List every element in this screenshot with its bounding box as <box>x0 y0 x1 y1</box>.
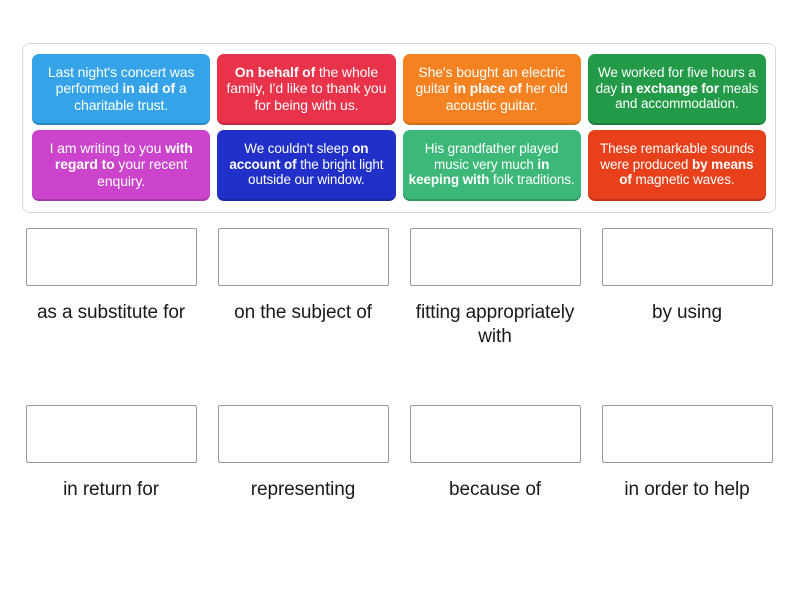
tile-in-keeping-with[interactable]: His grandfather played music very much i… <box>402 130 581 199</box>
answer-label: as a substitute for <box>36 302 186 323</box>
answer-label: in order to help <box>624 478 750 500</box>
tile-row-2: I am writing to you with regard to your … <box>32 130 766 199</box>
tile-row-1: Last night's concert was performed in ai… <box>32 54 766 123</box>
tile-on-account-of[interactable]: We couldn't sleep on account of the brig… <box>217 130 396 199</box>
tile-tray: Last night's concert was performed in ai… <box>22 43 776 213</box>
tile-with-regard-to[interactable]: I am writing to you with regard to your … <box>32 130 211 199</box>
tile-text: Last night's concert was performed in ai… <box>47 63 195 113</box>
answer-label: by using <box>652 302 722 323</box>
answer-cell: fitting appropriately with <box>406 228 584 349</box>
answer-cell: representing <box>214 404 392 502</box>
answer-label: because of <box>449 478 541 500</box>
answer-label: representing <box>250 478 356 500</box>
tile-by-means-of[interactable]: These remarkable sounds were produced by… <box>587 130 766 199</box>
slot-as-a-substitute-for[interactable] <box>25 228 197 286</box>
tile-text: We couldn't sleep on account of the brig… <box>229 140 384 188</box>
slot-in-return-for[interactable] <box>25 404 197 463</box>
answer-cell: as a substitute for <box>22 228 200 349</box>
answer-grid: as a substitute for on the subject of fitt… <box>22 228 776 501</box>
answer-cell: in return for <box>22 404 200 502</box>
slot-representing[interactable] <box>217 404 389 463</box>
answer-row-1: as a substitute for on the subject of fitt… <box>22 228 776 349</box>
slot-fitting-appropriately-with[interactable] <box>409 228 581 286</box>
slot-because-of[interactable] <box>409 404 581 463</box>
answer-cell: in order to help <box>598 404 776 502</box>
tile-text: On behalf of the whole family, I'd like … <box>226 63 387 113</box>
slot-in-order-to-help[interactable] <box>601 404 773 463</box>
answer-label: fitting appropriately with <box>415 302 575 347</box>
tile-in-exchange-for[interactable]: We worked for five hours a day in exchan… <box>587 54 766 123</box>
tile-in-aid-of[interactable]: Last night's concert was performed in ai… <box>32 54 211 123</box>
answer-label: in return for <box>63 478 159 500</box>
answer-row-2: in return for representing because of in or… <box>22 404 776 502</box>
slot-on-the-subject-of[interactable] <box>217 228 389 286</box>
answer-cell: by using <box>598 228 776 349</box>
answer-cell: because of <box>406 404 584 502</box>
tile-text: I am writing to you with regard to your … <box>49 139 193 189</box>
tile-in-place-of[interactable]: She's bought an electric guitar in place… <box>402 54 581 123</box>
tile-on-behalf-of[interactable]: On behalf of the whole family, I'd like … <box>217 54 396 123</box>
slot-by-using[interactable] <box>601 228 773 286</box>
tile-text: She's bought an electric guitar in place… <box>415 63 568 113</box>
tile-text: We worked for five hours a day in exchan… <box>595 64 759 112</box>
answer-cell: on the subject of <box>214 228 392 349</box>
tile-text: His grandfather played music very much i… <box>408 140 575 188</box>
tile-text: These remarkable sounds were produced by… <box>599 140 754 188</box>
answer-label: on the subject of <box>234 302 372 323</box>
